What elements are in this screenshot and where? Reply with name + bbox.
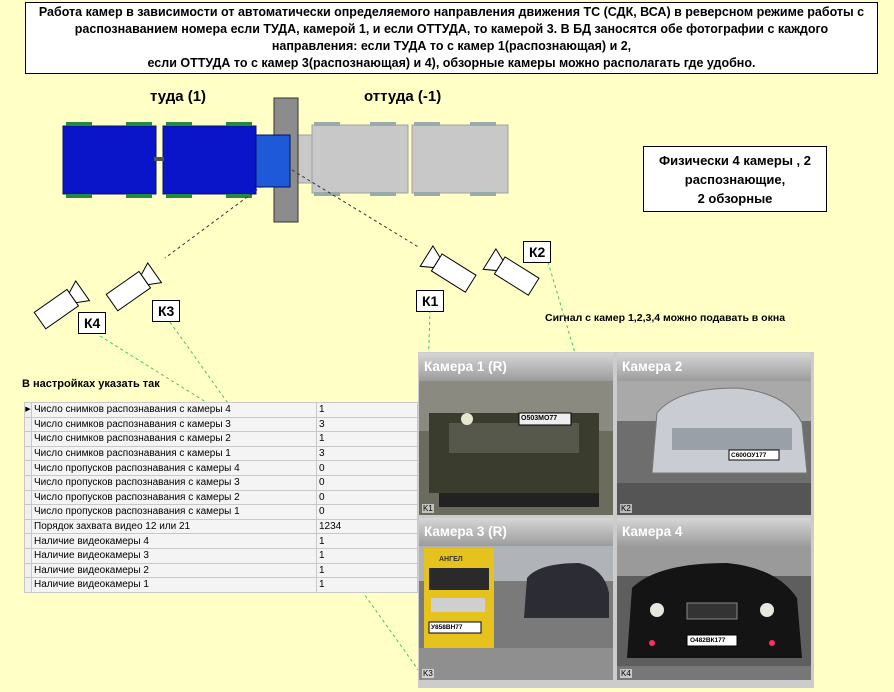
setting-name: Число снимков распознавания с камеры 4: [31, 402, 317, 418]
camera-icon-k1: [419, 244, 477, 293]
setting-value[interactable]: 1: [316, 547, 418, 564]
row-indicator: [24, 474, 32, 491]
setting-value[interactable]: 0: [316, 474, 418, 491]
camera-2-title: Камера 2: [617, 353, 811, 381]
row-indicator: [24, 431, 32, 447]
header-box: Работа камер в зависимости от автоматиче…: [25, 2, 878, 74]
settings-title: В настройках указать так: [22, 378, 160, 390]
direction-forward-label: туда (1): [150, 88, 207, 105]
row-indicator: [24, 547, 32, 564]
setting-name: Наличие видеокамеры 2: [31, 562, 317, 579]
setting-name: Число пропусков распознавания с камеры 3: [31, 474, 317, 491]
camera-label-k3: К3: [152, 300, 181, 322]
truck-backward: [295, 122, 509, 196]
physical-note-line-3: 2 обзорные: [697, 191, 773, 206]
camera-windows-grid: Камера 1 (R) О503МО77 K1 Камера 2 С600ОУ…: [418, 352, 814, 688]
row-indicator: [24, 489, 32, 506]
row-indicator: [24, 504, 32, 520]
camera-1-tag: K1: [422, 504, 434, 513]
header-line-1: Работа камер в зависимости от автоматиче…: [38, 5, 865, 19]
camera-4-title: Камера 4: [617, 518, 811, 546]
row-indicator: ▶: [24, 402, 32, 418]
setting-name: Наличие видеокамеры 3: [31, 547, 317, 564]
camera-window-3[interactable]: Камера 3 (R) АНГЕЛ У858ВН77 K3: [419, 518, 613, 680]
camera-1-title: Камера 1 (R): [419, 353, 613, 381]
settings-row[interactable]: Число пропусков распознавания с камеры 1…: [24, 504, 418, 520]
setting-value[interactable]: 1: [316, 402, 418, 418]
setting-name: Число снимков распознавания с камеры 2: [31, 431, 317, 447]
setting-value[interactable]: 0: [316, 489, 418, 506]
direction-backward-label: оттуда (-1): [364, 88, 442, 105]
header-line-3: направления: если ТУДА то с камер 1(расп…: [271, 39, 632, 53]
header-line-4: если ОТТУДА то с камер 3(распознающая) и…: [147, 56, 756, 70]
setting-name: Число пропусков распознавания с камеры 4: [31, 460, 317, 476]
setting-name: Наличие видеокамеры 4: [31, 533, 317, 549]
camera-icon-k2: [482, 247, 540, 296]
camera-1-plate: О503МО77: [521, 415, 558, 422]
physical-cameras-note: Физически 4 камеры , 2 распознающие, 2 о…: [643, 146, 827, 212]
setting-name: Число пропусков распознавания с камеры 1: [31, 504, 317, 520]
settings-row[interactable]: Число пропусков распознавания с камеры 3…: [24, 474, 418, 491]
camera-3-sign: АНГЕЛ: [439, 556, 463, 563]
camera-3-title: Камера 3 (R): [419, 518, 613, 546]
row-indicator: [24, 577, 32, 593]
camera-label-k1: К1: [416, 290, 445, 312]
row-indicator: [24, 460, 32, 476]
camera-3-scene: [419, 518, 613, 680]
setting-value[interactable]: 1: [316, 577, 418, 593]
camera-icon-k3: [105, 262, 163, 312]
camera-icon-k4: [33, 280, 91, 330]
setting-value[interactable]: 1: [316, 431, 418, 447]
camera-3-plate: У858ВН77: [431, 624, 463, 631]
camera-4-tag: K4: [620, 669, 632, 678]
truck-forward: [62, 122, 291, 198]
row-indicator: [24, 533, 32, 549]
setting-value[interactable]: 1: [316, 533, 418, 549]
camera-2-tag: K2: [620, 504, 632, 513]
settings-row[interactable]: Число пропусков распознавания с камеры 4…: [24, 460, 418, 476]
signal-note: Сигнал с камер 1,2,3,4 можно подавать в …: [545, 312, 786, 324]
camera-window-1[interactable]: Камера 1 (R) О503МО77 K1: [419, 353, 613, 515]
camera-label-k2: К2: [523, 241, 552, 263]
header-line-2: распознаванием номера если ТУДА, камерой…: [74, 22, 829, 36]
setting-name: Порядок захвата видео 12 или 21: [31, 518, 317, 535]
setting-name: Наличие видеокамеры 1: [31, 577, 317, 593]
setting-value[interactable]: 1: [316, 562, 418, 579]
setting-name: Число пропусков распознавания с камеры 2: [31, 489, 317, 506]
setting-value[interactable]: 0: [316, 460, 418, 476]
camera-3-tag: K3: [422, 669, 434, 678]
settings-row[interactable]: Число пропусков распознавания с камеры 2…: [24, 489, 418, 506]
row-indicator: [24, 445, 32, 462]
physical-note-line-1: Физически 4 камеры , 2: [658, 153, 812, 168]
physical-note-line-2: распознающие,: [684, 172, 786, 187]
row-indicator: [24, 518, 32, 535]
camera-4-plate: О482ВК177: [690, 637, 726, 644]
setting-value[interactable]: 1234: [316, 518, 418, 535]
camera-window-4[interactable]: Камера 4 О482ВК177 K4: [617, 518, 811, 680]
setting-value[interactable]: 3: [316, 445, 418, 462]
setting-name: Число снимков распознавания с камеры 3: [31, 416, 317, 433]
camera-window-2[interactable]: Камера 2 С600ОУ177 K2: [617, 353, 811, 515]
row-indicator: [24, 416, 32, 433]
setting-value[interactable]: 0: [316, 504, 418, 520]
camera-label-k4: К4: [78, 312, 107, 334]
setting-value[interactable]: 3: [316, 416, 418, 433]
row-indicator: [24, 562, 32, 579]
camera-2-plate: С600ОУ177: [731, 452, 767, 459]
sight-lines: [164, 169, 421, 259]
setting-name: Число снимков распознавания с камеры 1: [31, 445, 317, 462]
